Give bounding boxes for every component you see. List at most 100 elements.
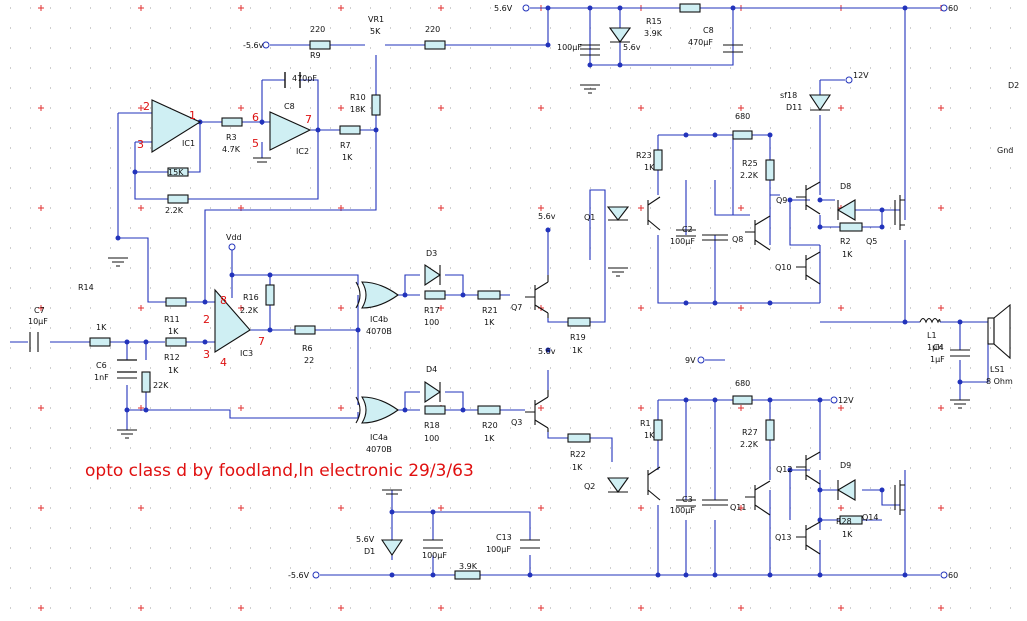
svg-text:1K: 1K: [572, 463, 583, 472]
svg-text:C6: C6: [96, 361, 107, 370]
svg-text:18K: 18K: [350, 105, 366, 114]
inductor-speaker-grounds: [108, 84, 1011, 495]
svg-text:R2: R2: [840, 237, 851, 246]
svg-text:Q8: Q8: [732, 235, 743, 244]
svg-text:1K: 1K: [644, 163, 655, 172]
svg-text:R19: R19: [570, 333, 586, 342]
svg-text:100µF: 100µF: [670, 237, 695, 246]
xor-gates: [355, 281, 399, 424]
svg-text:7: 7: [258, 335, 265, 348]
svg-text:1K: 1K: [842, 530, 853, 539]
svg-text:2.2K: 2.2K: [740, 440, 759, 449]
svg-text:680: 680: [735, 112, 750, 121]
svg-text:L1: L1: [927, 331, 937, 340]
svg-text:D11: D11: [786, 103, 802, 112]
pin-numbers: 2 1 3 6 7 5 8 2 3 4 7: [137, 100, 312, 369]
svg-text:Q13: Q13: [775, 533, 791, 542]
diodes: [380, 27, 856, 556]
svg-text:2: 2: [203, 313, 210, 326]
svg-text:R7: R7: [340, 141, 351, 150]
svg-text:1K: 1K: [484, 434, 495, 443]
svg-text:3: 3: [137, 138, 144, 151]
svg-text:8: 8: [220, 294, 227, 307]
vdd-label: Vdd: [226, 233, 242, 242]
rail-neg: -5.6V: [288, 571, 310, 580]
svg-text:R12: R12: [164, 353, 180, 362]
svg-text:2.2K: 2.2K: [740, 171, 759, 180]
svg-text:Q9: Q9: [776, 196, 787, 205]
svg-text:R25: R25: [742, 159, 758, 168]
svg-text:C8: C8: [284, 102, 295, 111]
svg-text:Q3: Q3: [511, 418, 522, 427]
svg-text:220: 220: [425, 25, 440, 34]
svg-text:1K: 1K: [842, 250, 853, 259]
svg-text:R21: R21: [482, 306, 498, 315]
svg-text:3.9K: 3.9K: [459, 562, 478, 571]
svg-text:R11: R11: [164, 315, 180, 324]
svg-text:IC2: IC2: [296, 147, 309, 156]
terminals: [228, 4, 948, 579]
labels: 5.6V -5.6v 60 12V D2 Gnd Vdd 5.6v 5.6v 9…: [28, 4, 1019, 580]
svg-text:Q7: Q7: [511, 303, 522, 312]
junction-dots: [115, 5, 963, 578]
svg-text:D1: D1: [364, 547, 375, 556]
schematic-title: opto class d by foodland,ln electronic 2…: [85, 461, 474, 481]
v12-bot: 12V: [838, 396, 854, 405]
svg-text:R18: R18: [424, 421, 440, 430]
svg-text:R17: R17: [424, 306, 440, 315]
svg-text:5K: 5K: [370, 27, 381, 36]
svg-text:100µF: 100µF: [486, 545, 511, 554]
svg-text:1K: 1K: [572, 346, 583, 355]
svg-text:22: 22: [304, 356, 314, 365]
svg-text:1K: 1K: [484, 318, 495, 327]
svg-text:1K: 1K: [168, 366, 179, 375]
v12-top: 12V: [853, 71, 869, 80]
svg-text:1K: 1K: [96, 323, 107, 332]
svg-text:100: 100: [424, 434, 439, 443]
svg-text:D4: D4: [426, 365, 437, 374]
svg-text:4070B: 4070B: [366, 445, 392, 454]
svg-text:LS1: LS1: [990, 365, 1005, 374]
grid-plus-markers: [38, 5, 944, 611]
svg-text:C3: C3: [682, 495, 693, 504]
svg-text:R16: R16: [243, 293, 259, 302]
svg-text:5.6V: 5.6V: [356, 535, 375, 544]
svg-text:IC1: IC1: [182, 139, 195, 148]
svg-text:R27: R27: [742, 428, 758, 437]
svg-text:1µH: 1µH: [927, 343, 943, 352]
svg-text:8 Ohm: 8 Ohm: [986, 377, 1013, 386]
svg-text:Q1: Q1: [584, 213, 595, 222]
svg-text:R22: R22: [570, 450, 586, 459]
svg-text:R23: R23: [636, 151, 652, 160]
svg-text:R14: R14: [78, 283, 94, 292]
d2-label: D2: [1008, 81, 1019, 90]
p60-top: 60: [948, 4, 958, 13]
svg-text:1K: 1K: [168, 327, 179, 336]
svg-text:4.7K: 4.7K: [222, 145, 241, 154]
svg-text:680: 680: [735, 379, 750, 388]
svg-text:1K: 1K: [342, 153, 353, 162]
svg-text:R1: R1: [640, 419, 651, 428]
rail-pos: 5.6V: [494, 4, 513, 13]
svg-text:C2: C2: [682, 225, 693, 234]
svg-text:22K: 22K: [153, 381, 169, 390]
svg-text:Q5: Q5: [866, 237, 877, 246]
svg-text:C7: C7: [34, 306, 45, 315]
svg-text:Q14: Q14: [862, 513, 878, 522]
svg-text:1µF: 1µF: [930, 355, 945, 364]
svg-text:R10: R10: [350, 93, 366, 102]
svg-text:5.6v: 5.6v: [623, 43, 641, 52]
svg-text:2.2K: 2.2K: [165, 206, 184, 215]
svg-text:R3: R3: [226, 133, 237, 142]
svg-text:C13: C13: [496, 533, 512, 542]
svg-text:IC4b: IC4b: [370, 315, 388, 324]
svg-text:10µF: 10µF: [28, 317, 48, 326]
svg-text:C8: C8: [703, 26, 714, 35]
svg-text:5: 5: [252, 137, 259, 150]
svg-text:3: 3: [203, 348, 210, 361]
rail-neg-in: -5.6v: [243, 41, 264, 50]
svg-text:Q12: Q12: [776, 465, 792, 474]
svg-text:220: 220: [310, 25, 325, 34]
gnd-label: Gnd: [997, 146, 1013, 155]
